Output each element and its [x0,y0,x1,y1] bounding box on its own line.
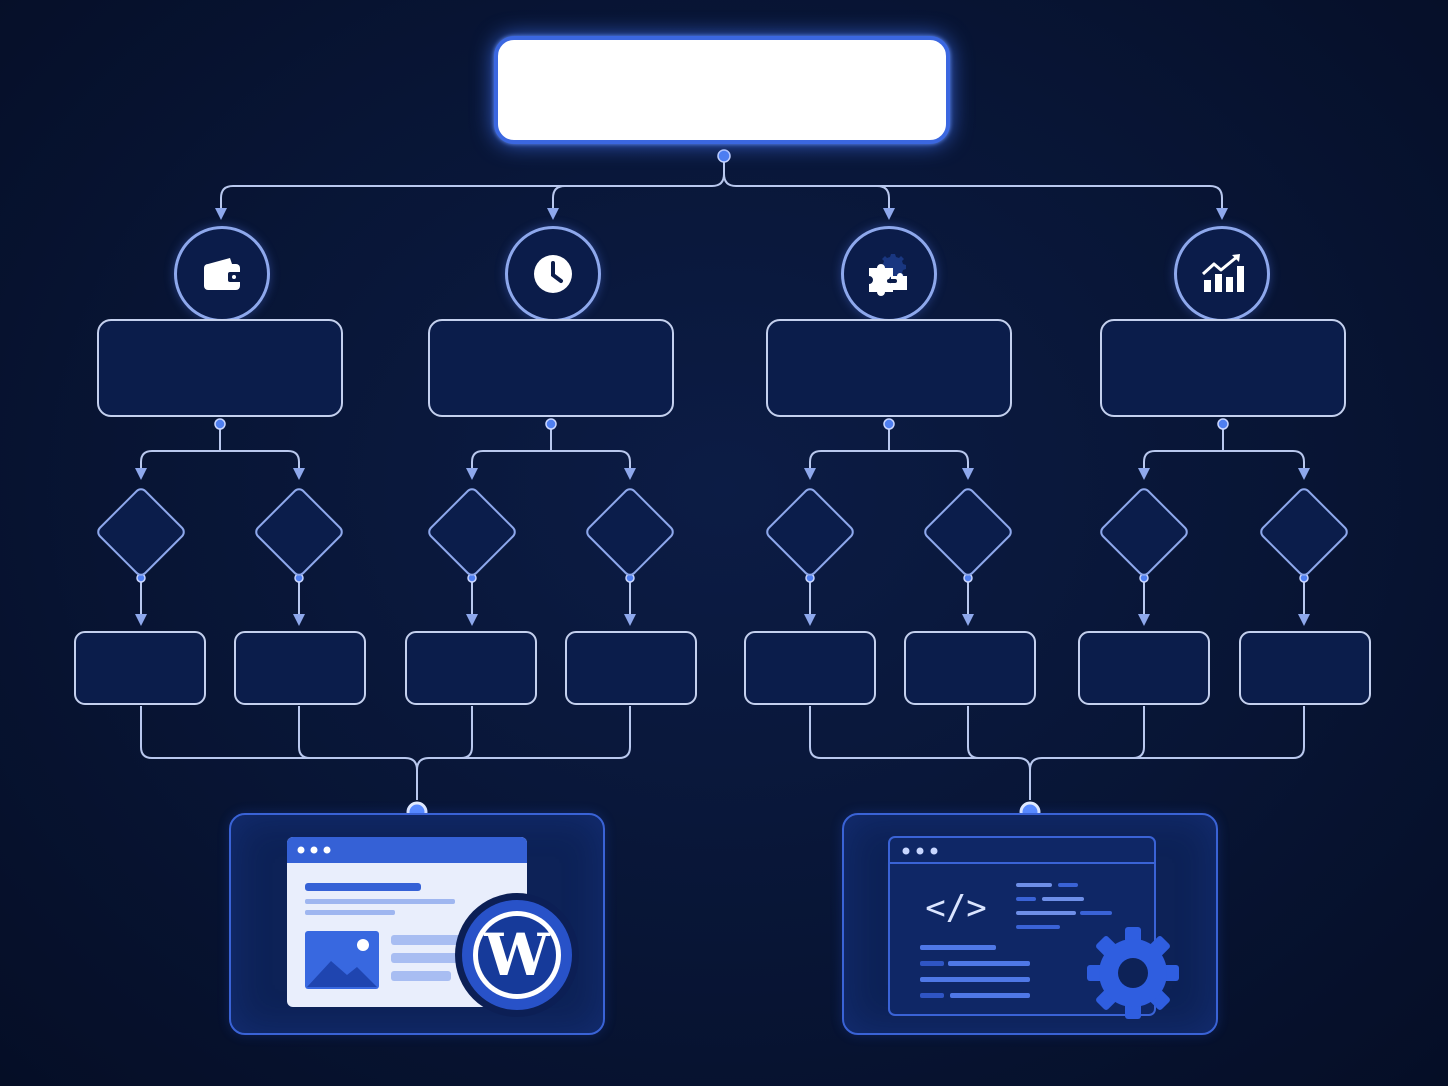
result-panel-wordpress: W [229,813,605,1035]
wordpress-icon: W [455,893,579,1017]
category-node-4 [1100,319,1346,417]
code-brackets-icon: </> [925,888,986,928]
category-2-icon-badge [505,226,601,322]
outcome-node-4a [1078,631,1210,705]
puzzle-icon [869,254,907,296]
outcome-node-3a [744,631,876,705]
category-3-icon-badge [841,226,937,322]
category-node-1 [97,319,343,417]
category-node-3 [766,319,1012,417]
outcome-node-4b [1239,631,1371,705]
outcome-node-2a [405,631,537,705]
category-1-icon-badge [174,226,270,322]
custom-code-illustration: </> [888,836,1179,1019]
outcome-node-1a [74,631,206,705]
result-panel-custom-code: </> [842,813,1218,1035]
outcome-node-2b [565,631,697,705]
wallet-icon [204,258,242,290]
clock-icon [534,255,572,293]
growth-chart-icon [1201,254,1244,292]
category-node-2 [428,319,674,417]
gear-icon [1087,927,1179,1019]
root-node [494,36,950,144]
svg-text:W: W [483,921,550,989]
outcome-node-3b [904,631,1036,705]
category-4-icon-badge [1174,226,1270,322]
outcome-node-1b [234,631,366,705]
wordpress-site-illustration: W [287,837,579,1017]
